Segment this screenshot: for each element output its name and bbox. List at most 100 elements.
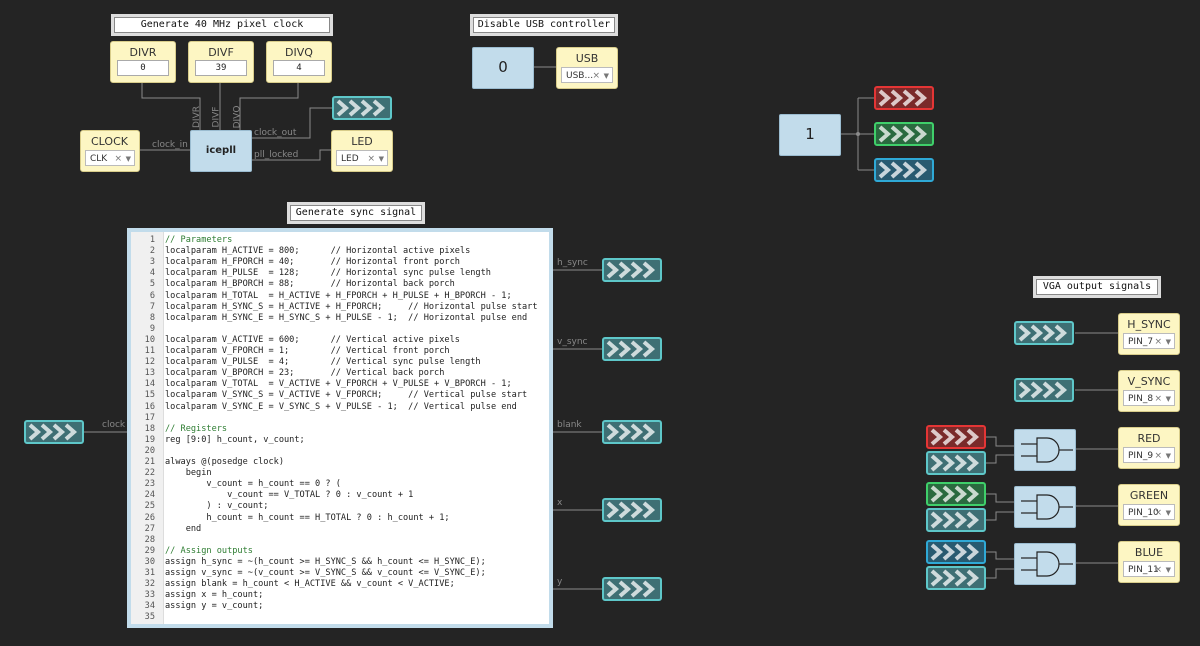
code-text[interactable]: assign blank = h_count < H_ACTIVE && v_c… [165,579,455,590]
red-wire-tag[interactable] [874,86,934,110]
icepll-block[interactable]: icepll [190,130,252,172]
code-text[interactable]: assign x = h_count; [165,590,264,601]
v-sync-in-wire-tag[interactable] [1014,378,1074,402]
pll-comment[interactable]: Generate 40 MHz pixel clock [114,17,330,33]
clock-wire-tag[interactable] [24,420,84,444]
clear-icon[interactable]: × [1154,508,1162,518]
chevron-down-icon[interactable]: ▼ [378,155,384,163]
code-text[interactable]: localparam H_SYNC_S = H_ACTIVE + H_FPORC… [165,301,538,312]
chevron-down-icon[interactable]: ▼ [1165,452,1171,460]
clear-icon[interactable]: × [1154,337,1162,347]
usb-comment[interactable]: Disable USB controller [473,17,615,33]
led-output-block[interactable]: LED LED ×▼ [331,130,393,172]
chevron-down-icon[interactable]: ▼ [1165,395,1171,403]
led-pin-select[interactable]: LED ×▼ [336,150,388,166]
blue-wire-tag[interactable] [874,158,934,182]
divr-constant[interactable]: DIVR 0 [110,41,176,83]
code-text[interactable]: localparam H_FPORCH = 40; // Horizontal … [165,257,460,268]
code-text[interactable]: localparam H_SYNC_E = H_SYNC_S + H_PULSE… [165,312,528,323]
and-gate-blue[interactable] [1014,543,1076,585]
x-wire-tag[interactable] [602,498,662,522]
clock-out-wire-tag[interactable] [332,96,392,120]
chevron-down-icon[interactable]: ▼ [1165,566,1171,574]
code-text[interactable]: assign y = v_count; [165,601,264,612]
code-text[interactable]: assign v_sync = ~(v_count >= V_SYNC_S &&… [165,568,486,578]
code-text[interactable]: localparam H_BPORCH = 88; // Horizontal … [165,279,455,290]
code-text[interactable]: v_count = h_count == 0 ? ( [165,479,341,490]
clear-icon[interactable]: × [1154,451,1162,461]
code-text[interactable]: localparam V_FPORCH = 1; // Vertical fro… [165,346,450,356]
code-text[interactable]: localparam V_SYNC_S = V_ACTIVE + V_FPORC… [165,390,528,401]
h-sync-output-block[interactable]: H_SYNC PIN_7 ×▼ [1118,313,1180,355]
green-output-block[interactable]: GREEN PIN_10 ×▼ [1118,484,1180,526]
clear-icon[interactable]: × [114,154,122,164]
clear-icon[interactable]: × [592,71,600,81]
v-sync-output-block[interactable]: V_SYNC PIN_8 ×▼ [1118,370,1180,412]
and-gate-red[interactable] [1014,429,1076,471]
divf-constant[interactable]: DIVF 39 [188,41,254,83]
line-number: 17 [144,412,155,423]
chevron-down-icon[interactable]: ▼ [125,155,131,163]
code-text[interactable]: localparam H_PULSE = 128; // Horizontal … [165,268,491,279]
chevron-down-icon[interactable]: ▼ [1165,509,1171,517]
sync-comment[interactable]: Generate sync signal [290,205,422,221]
clock-pin-select[interactable]: CLK ×▼ [85,150,135,166]
y-wire-tag[interactable] [602,577,662,601]
usb-constant-block[interactable]: 0 [472,47,534,89]
green-pin-select[interactable]: PIN_10 ×▼ [1123,504,1175,520]
divq-constant[interactable]: DIVQ 4 [266,41,332,83]
blue-output-block[interactable]: BLUE PIN_11 ×▼ [1118,541,1180,583]
code-text[interactable]: reg [9:0] h_count, v_count; [165,434,305,445]
chevron-down-icon[interactable]: ▼ [603,72,609,80]
clear-icon[interactable]: × [367,154,375,164]
v-sync-pin-select[interactable]: PIN_8 ×▼ [1123,390,1175,406]
code-text[interactable]: begin [165,468,212,479]
chevron-arrows-icon [1018,324,1068,342]
divq-value[interactable]: 4 [273,60,325,76]
usb-pin-select[interactable]: USB... ×▼ [561,67,613,83]
code-text[interactable]: // Assign outputs [165,545,253,556]
h-sync-in-wire-tag[interactable] [1014,321,1074,345]
blank-blue-wire-tag[interactable] [926,566,986,590]
usb-output-block[interactable]: USB USB... ×▼ [556,47,618,89]
red-pin-select[interactable]: PIN_9 ×▼ [1123,447,1175,463]
clear-icon[interactable]: × [1154,394,1162,404]
green-wire-tag[interactable] [874,122,934,146]
code-text[interactable]: localparam V_ACTIVE = 600; // Vertical a… [165,334,460,345]
code-text[interactable]: localparam V_SYNC_E = V_SYNC_S + V_PULSE… [165,401,517,412]
green-in-wire-tag[interactable] [926,482,986,506]
h-sync-pin-select[interactable]: PIN_7 ×▼ [1123,333,1175,349]
divf-value[interactable]: 39 [195,60,247,76]
code-text[interactable]: localparam V_TOTAL = V_ACTIVE + V_FPORCH… [165,379,512,390]
divr-value[interactable]: 0 [117,60,169,76]
clock-input-block[interactable]: CLOCK > CLK ×▼ [80,130,140,172]
vga-comment[interactable]: VGA output signals [1036,279,1158,295]
red-output-block[interactable]: RED PIN_9 ×▼ [1118,427,1180,469]
code-text[interactable]: localparam H_ACTIVE = 800; // Horizontal… [165,246,471,257]
code-text[interactable]: always @(posedge clock) [165,457,284,467]
blank-wire-tag[interactable] [602,420,662,444]
code-text[interactable]: localparam H_TOTAL = H_ACTIVE + H_FPORCH… [165,290,512,301]
code-text[interactable]: localparam V_BPORCH = 23; // Vertical ba… [165,368,445,379]
code-text[interactable]: assign h_sync = ~(h_count >= H_SYNC_S &&… [165,556,486,567]
code-text[interactable]: localparam V_PULSE = 4; // Vertical sync… [165,357,481,368]
chevron-down-icon[interactable]: ▼ [1165,338,1171,346]
v-sync-wire-tag[interactable] [602,337,662,361]
code-text[interactable]: end [165,523,202,534]
code-text[interactable]: // Parameters [165,235,233,245]
blue-pin-select[interactable]: PIN_11 ×▼ [1123,561,1175,577]
code-text[interactable]: h_count = h_count == H_TOTAL ? 0 : h_cou… [165,512,450,523]
code-text[interactable]: ) : v_count; [165,501,269,512]
constant-one-block[interactable]: 1 [779,114,841,156]
blue-in-wire-tag[interactable] [926,540,986,564]
code-text[interactable]: // Registers [165,423,228,434]
line-number: 8 [149,312,155,323]
code-text[interactable]: v_count == V_TOTAL ? 0 : v_count + 1 [165,490,414,501]
clear-icon[interactable]: × [1154,565,1162,575]
and-gate-green[interactable] [1014,486,1076,528]
h-sync-wire-tag[interactable] [602,258,662,282]
blank-green-wire-tag[interactable] [926,508,986,532]
red-in-wire-tag[interactable] [926,425,986,449]
blank-red-wire-tag[interactable] [926,451,986,475]
